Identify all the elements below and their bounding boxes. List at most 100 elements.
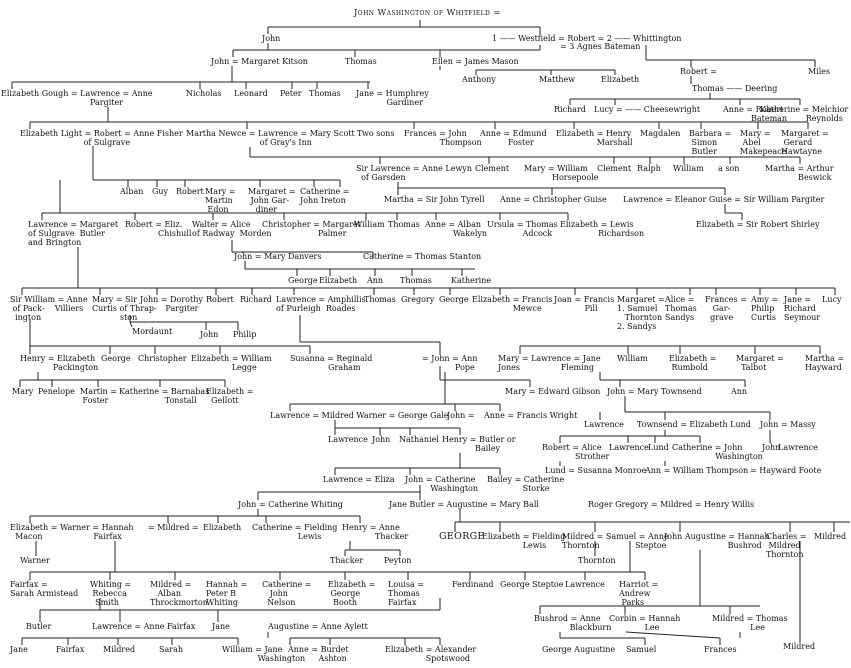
person: Peter	[280, 89, 302, 98]
person: Philip	[233, 330, 257, 339]
person: Anne = Alban Wakelyn	[425, 220, 488, 238]
person: Elizabeth = George Booth	[328, 580, 376, 607]
person: Louisa = Thomas Fairfax	[388, 580, 424, 607]
person: Thomas	[345, 57, 377, 66]
person: Elizabeth Gough = Lawrence = Anne Pargit…	[1, 89, 153, 107]
person: Nathaniel	[399, 435, 439, 444]
person: Lawrence	[778, 443, 818, 452]
person: Lucy = —— Cheesewright	[594, 105, 701, 114]
person: Jane = Richard Seymour	[784, 295, 821, 322]
person: Katherine = Melchior Reynolds	[760, 105, 849, 123]
person: Elizabeth = Alexander Spotswood	[385, 645, 477, 663]
person: Lawrence	[584, 420, 624, 429]
person: Martha = Hayward	[805, 354, 845, 372]
person: Margaret = Talbot	[736, 354, 784, 372]
person: = Mildred =	[148, 523, 199, 532]
person: Alice = Thomas Sandys	[665, 295, 697, 322]
person-george-washington: GEORGE	[439, 531, 485, 542]
person: Martin = Foster	[80, 387, 117, 405]
person: William = Jane Washington	[222, 645, 306, 663]
person: Bailey = Catherine Storke	[487, 475, 565, 493]
person: Mildred = Samuel = Anne Thornton Steptoe	[562, 532, 669, 550]
person: Gregory	[401, 295, 435, 304]
person: Thomas	[309, 89, 341, 98]
person: Anthony	[462, 75, 496, 84]
person: Amy = Philip Curtis	[751, 295, 779, 322]
person: Harriot = Andrew Parks	[619, 580, 659, 607]
person: Anne = Robert Bateman	[723, 105, 788, 123]
person: John =	[447, 411, 475, 420]
person: John = Dorothy Pargiter	[140, 295, 203, 313]
person: Matthew	[539, 75, 576, 84]
person: Mary = Edward Gibson	[505, 387, 601, 396]
person: Martha = Arthur Beswick	[765, 164, 834, 182]
person: Elizabeth = Henry Marshall	[556, 129, 633, 147]
person: Guy	[152, 187, 169, 196]
person: Thomas	[364, 295, 396, 304]
tree-connector-line	[129, 321, 133, 328]
person: Ann = William Thompson	[645, 466, 749, 475]
person: Elizabeth = William Legge	[191, 354, 272, 372]
person: Jane	[10, 645, 28, 654]
person: Sir Lawrence = Anne Lewyn of Garsden	[356, 164, 472, 182]
tree-connector-line	[625, 631, 721, 639]
person: Lawrence	[609, 443, 649, 452]
person: Joan = Francis Pill	[554, 295, 615, 313]
person: Mary = Martin Edon	[205, 187, 236, 214]
person: Bushrod = Anne Blackburn	[534, 614, 612, 632]
person: Townsend = Elizabeth Lund	[637, 420, 751, 429]
person: Robert =	[680, 67, 717, 76]
person: Margaret = Gerard Hawtayne	[781, 129, 829, 156]
person: Corbin = Hannah Lee	[609, 614, 681, 632]
person: Richard	[554, 105, 586, 114]
person: Anne = Burdet Ashton	[288, 645, 349, 663]
person: Warner	[20, 556, 50, 565]
person: Ralph	[637, 164, 661, 173]
person: Lawrence = Eleanor Guise = Sir William P…	[623, 195, 825, 204]
person: Alban	[120, 187, 144, 196]
person: Magdalen	[640, 129, 681, 138]
person: John	[762, 443, 781, 452]
person: Elizabeth = Francis Mewce	[472, 295, 553, 313]
person: Elizabeth = Fielding Lewis	[482, 532, 566, 550]
person: Mary = Abel Makepeace	[740, 129, 787, 156]
person: Hannah = Peter B Whiting	[206, 580, 248, 607]
person: John = Catherine Whiting	[238, 500, 343, 509]
person: George Steptoe	[500, 580, 564, 589]
person: Roger Gregory = Mildred = Henry Willis	[588, 500, 755, 509]
person: William	[673, 164, 704, 173]
person: Thomas —— Deering	[692, 84, 778, 93]
person: Mildred	[783, 642, 816, 651]
person: Clement	[475, 164, 510, 173]
person: Lund = Susanna Monroe	[545, 466, 647, 475]
person: John = Massy	[760, 420, 816, 429]
person: Jane Butler = Augustine = Mary Ball	[389, 500, 539, 509]
person: Elizabeth = Gellott	[206, 387, 254, 405]
person: Christopher	[138, 354, 187, 363]
person: Anne = Francis Wright	[484, 411, 578, 420]
person: Thomas	[388, 220, 420, 229]
person: Frances = John Thompson	[404, 129, 482, 147]
person: Walter = Alice of Radway Morden	[192, 220, 272, 238]
person: Lawrence = Mildred Warner = George Gale	[270, 411, 449, 420]
person: George	[288, 276, 318, 285]
person: Henry = Butler or Bailey	[442, 435, 516, 453]
person: Lawrence = Margaret of Sulgrave Butler a…	[28, 220, 119, 247]
person: Ellen = James Mason	[432, 57, 519, 66]
person: Frances	[704, 645, 737, 654]
person: John = Margaret Kitson	[211, 57, 308, 66]
person: Mary = William Horsepoole	[524, 164, 599, 182]
person: Nicholas	[186, 89, 222, 98]
person: Mordaunt	[132, 327, 173, 336]
person: Mildred = Alban Throckmorton	[150, 580, 208, 607]
person: Whiting = Rebecca Smith	[90, 580, 132, 607]
person: = John = Ann Pope	[422, 354, 478, 372]
person: John Augustine = Hannah Bushrod	[664, 532, 770, 550]
person: Jane = Humphrey Gardiner	[356, 89, 429, 107]
person: Margaret = 1. Samuel Thornton 2. Sandys	[617, 295, 665, 331]
person: Lucy	[822, 295, 842, 304]
person: Martha Newce = Lawrence = Mary Scott of …	[186, 129, 355, 147]
person: Mildred	[814, 532, 847, 541]
